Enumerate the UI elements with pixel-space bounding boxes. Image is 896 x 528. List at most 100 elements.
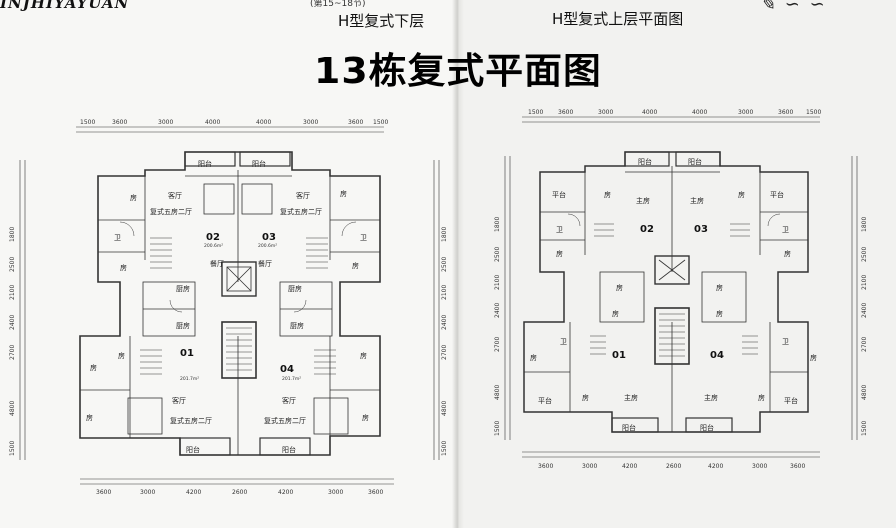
bedroom-label: 房 — [120, 263, 127, 272]
left-rside-dim-2: 2500 — [441, 257, 448, 272]
terrace-label: 平台 — [552, 190, 566, 199]
left-side-dim-5: 2700 — [9, 345, 16, 360]
right-bottom-dim-4: 2600 — [666, 463, 681, 470]
unit-type-label: 复式五房二厅 — [170, 416, 212, 425]
balcony-label: 阳台 — [186, 445, 200, 454]
left-rside-dim-5: 2700 — [441, 345, 448, 360]
left-top-dim-2: 3600 — [112, 119, 127, 126]
right-side-dim-2: 2500 — [494, 247, 501, 262]
right-side-dim-6: 4800 — [494, 385, 501, 400]
terrace-label: 平台 — [538, 396, 552, 405]
left-rside-dim-7: 1500 — [441, 441, 448, 456]
right-side-dim-3: 2100 — [494, 275, 501, 290]
unit-area-01: 201.7m² — [180, 376, 199, 382]
right-rside-dim-7: 1500 — [861, 421, 868, 436]
master-bedroom-label: 主房 — [690, 196, 704, 205]
upper-unit-label-04: 04 — [710, 350, 724, 361]
left-side-dim-6: 4800 — [9, 401, 16, 416]
lower-floor-heading: H型复式下层 — [338, 12, 425, 30]
right-side-dim-4: 2400 — [494, 303, 501, 318]
balcony-label: 阳台 — [688, 157, 702, 166]
bedroom-label: 房 — [90, 363, 97, 372]
bedroom-label: 房 — [340, 189, 347, 198]
unit-area-03: 200.6m² — [258, 243, 277, 249]
right-bottom-dim-3: 4200 — [622, 463, 637, 470]
right-side-dim-1: 1800 — [494, 217, 501, 232]
right-top-dim-4: 4000 — [642, 109, 657, 116]
left-rside-dim-1: 1800 — [441, 227, 448, 242]
right-bottom-dim-6: 3000 — [752, 463, 767, 470]
upper-unit-label-01: 01 — [612, 350, 626, 361]
left-top-dim-1: 1500 — [80, 119, 95, 126]
left-bottom-dim-3: 4200 — [186, 489, 201, 496]
left-top-dim-6: 3000 — [303, 119, 318, 126]
upper-floor-heading: H型复式上层平面图 — [552, 10, 684, 28]
left-top-dim-5: 4000 — [256, 119, 271, 126]
left-bottom-dim-6: 3000 — [328, 489, 343, 496]
unit-label-02: 02 — [206, 232, 220, 243]
unit-area-04: 201.7m² — [282, 376, 301, 382]
bath-label: 卫 — [556, 226, 563, 234]
right-bottom-dim-1: 3600 — [538, 463, 553, 470]
left-bottom-dim-2: 3000 — [140, 489, 155, 496]
bedroom-label: 房 — [530, 353, 537, 362]
bedroom-label: 房 — [758, 393, 765, 402]
master-bedroom-label: 主房 — [624, 393, 638, 402]
bedroom-label: 房 — [360, 351, 367, 360]
left-top-dim-7: 3600 — [348, 119, 363, 126]
balcony-label: 阳台 — [198, 159, 212, 168]
right-side-dim-7: 1500 — [494, 421, 501, 436]
balcony-label: 阳台 — [700, 423, 714, 432]
bath-label: 卫 — [560, 338, 567, 346]
bedroom-label: 房 — [784, 249, 791, 258]
living-label: 客厅 — [282, 396, 296, 405]
left-side-dim-2: 2500 — [9, 257, 16, 272]
bedroom-label: 房 — [118, 351, 125, 360]
left-rside-dim-3: 2100 — [441, 285, 448, 300]
right-plan-labels: 1500 3600 3000 4000 4000 3000 3600 1500 … — [494, 109, 868, 470]
bedroom-label: 房 — [716, 309, 723, 318]
dining-label: 餐厅 — [210, 259, 224, 268]
bedroom-label: 房 — [130, 193, 137, 202]
right-bottom-dim-5: 4200 — [708, 463, 723, 470]
bath-label: 卫 — [782, 226, 789, 234]
left-bottom-dim-7: 3600 — [368, 489, 383, 496]
handwritten-signature: ✎ ∽ ∽ — [760, 0, 827, 15]
right-rside-dim-2: 2500 — [861, 247, 868, 262]
bedroom-label: 房 — [716, 283, 723, 292]
bedroom-label: 房 — [612, 309, 619, 318]
logo-text: INJHIYAYUAN — [0, 0, 130, 12]
bedroom-label: 房 — [86, 413, 93, 422]
right-top-dim-1: 1500 — [528, 109, 543, 116]
left-page — [0, 0, 458, 528]
left-bottom-dim-4: 2600 — [232, 489, 247, 496]
right-floorplan — [504, 116, 858, 458]
right-rside-dim-4: 2400 — [861, 303, 868, 318]
right-page — [458, 0, 896, 528]
living-label: 客厅 — [168, 191, 182, 200]
right-top-dim-3: 3000 — [598, 109, 613, 116]
balcony-label: 阳台 — [638, 157, 652, 166]
left-top-dim-4: 4000 — [205, 119, 220, 126]
kitchen-label: 厨房 — [288, 284, 302, 293]
page-subtitle: (第15~18节) — [310, 0, 366, 9]
right-top-dim-8: 1500 — [806, 109, 821, 116]
left-bottom-dim-5: 4200 — [278, 489, 293, 496]
bedroom-label: 房 — [556, 249, 563, 258]
bedroom-label: 房 — [810, 353, 817, 362]
right-rside-dim-5: 2700 — [861, 337, 868, 352]
bedroom-label: 房 — [616, 283, 623, 292]
left-floorplan — [19, 126, 440, 485]
terrace-label: 平台 — [784, 396, 798, 405]
right-bottom-dim-2: 3000 — [582, 463, 597, 470]
dining-label: 餐厅 — [258, 259, 272, 268]
bedroom-label: 房 — [362, 413, 369, 422]
kitchen-label: 厨房 — [176, 284, 190, 293]
right-top-dim-2: 3600 — [558, 109, 573, 116]
right-bottom-dim-7: 3600 — [790, 463, 805, 470]
left-side-dim-4: 2400 — [9, 315, 16, 330]
upper-unit-label-02: 02 — [640, 224, 654, 235]
bedroom-label: 房 — [582, 393, 589, 402]
left-rside-dim-6: 4800 — [441, 401, 448, 416]
